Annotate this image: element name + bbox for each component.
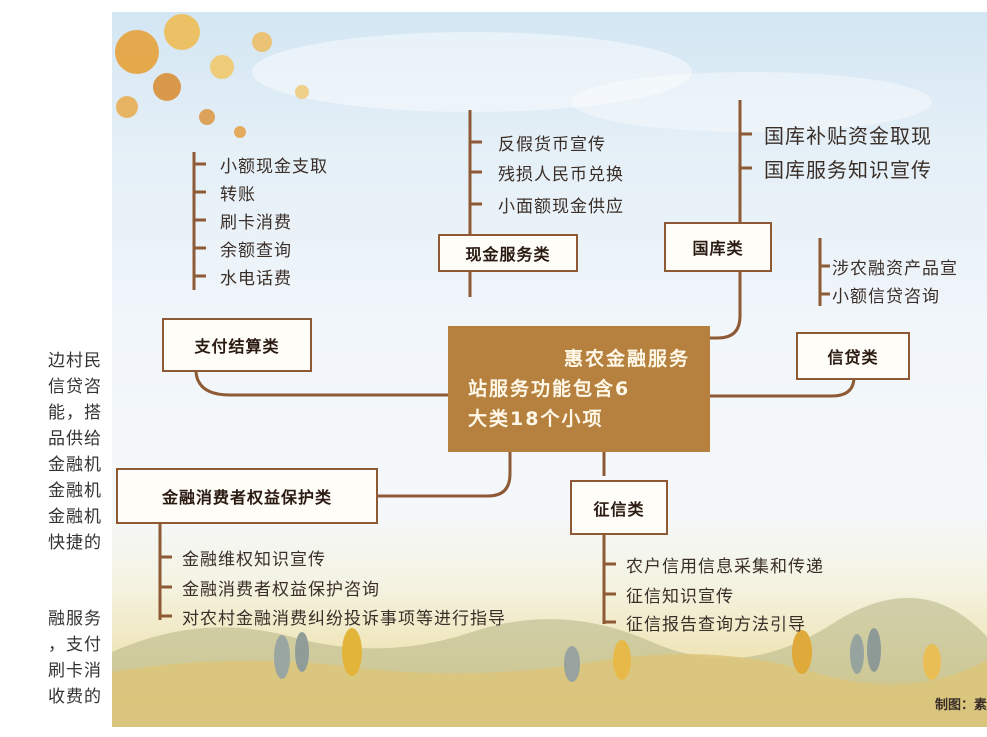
connector-treasury-link [710, 272, 742, 340]
category-box-cash: 现金服务类 [438, 234, 578, 272]
reference-item: 征信知识宣传 [626, 587, 734, 607]
connector-consumer-link [378, 452, 512, 498]
background-scenery [112, 14, 987, 727]
connector-credit-ticks [820, 264, 830, 296]
credit-item: 涉农融资产品宣 [832, 259, 958, 279]
payment-item: 小额现金支取 [220, 157, 328, 177]
article-line: ，支付 [48, 635, 102, 655]
connector-payment-ticks [194, 162, 206, 278]
center-node: 惠农金融服务 站服务功能包含6 大类18个小项 [448, 326, 710, 452]
cloud-shape [252, 32, 692, 112]
connector-credit-link [710, 376, 856, 398]
cash-item: 小面额现金供应 [498, 197, 624, 217]
consumer-item: 金融消费者权益保护咨询 [182, 580, 380, 600]
maple-leaves-decoration [115, 14, 309, 138]
cash-item: 残损人民币兑换 [498, 165, 624, 185]
cloud-shape [572, 72, 932, 132]
article-line: 品供给 [48, 429, 102, 449]
connector-lines [158, 100, 856, 624]
connector-treasury-ticks [740, 132, 752, 170]
credit-item: 小额信贷咨询 [832, 287, 940, 307]
cash-item: 反假货币宣传 [498, 135, 606, 155]
article-line: 金融机 [48, 481, 102, 501]
article-line: 快捷的 [48, 533, 102, 553]
reference-item: 农户信用信息采集和传递 [626, 557, 824, 577]
center-title-line: 大类18个小项 [468, 408, 604, 430]
connector-consumer-ticks [160, 555, 172, 618]
article-line: 金融机 [48, 507, 102, 527]
category-box-treasury: 国库类 [664, 222, 772, 272]
center-title-line: 惠农金融服务 [563, 348, 690, 370]
connector-reference-ticks [604, 562, 616, 624]
article-text-fragment: 边村民 信贷咨 能，搭 品供给 金融机 金融机 金融机 快捷的 融服务 ，支付 … [0, 0, 110, 737]
infographic: 惠农金融服务 站服务功能包含6 大类18个小项 支付结算类 小额现金支取 转账 … [112, 12, 987, 727]
center-title-line: 站服务功能包含6 [468, 378, 631, 400]
treasury-item: 国库服务知识宣传 [764, 158, 932, 182]
category-box-credit: 信贷类 [796, 332, 910, 380]
connector-cash-ticks [470, 140, 482, 206]
payment-item: 余额查询 [220, 241, 292, 261]
article-line: 融服务 [48, 609, 102, 629]
category-box-payment: 支付结算类 [162, 318, 312, 372]
graphic-credit: 制图：素 [934, 698, 987, 713]
article-line: 收费的 [48, 687, 102, 707]
connector-payment-link [194, 371, 448, 397]
consumer-item: 金融维权知识宣传 [182, 550, 326, 570]
article-line: 刷卡消 [48, 661, 102, 681]
treasury-item: 国库补贴资金取现 [764, 124, 932, 148]
payment-item: 刷卡消费 [220, 213, 292, 233]
consumer-item: 对农村金融消费纠纷投诉事项等进行指导 [182, 609, 506, 629]
article-line: 金融机 [48, 455, 102, 475]
hills-and-trees-decoration [112, 597, 987, 727]
article-line: 能，搭 [48, 403, 102, 423]
reference-item: 征信报告查询方法引导 [626, 615, 806, 635]
payment-item: 水电话费 [220, 269, 292, 289]
article-line: 信贷咨 [48, 377, 102, 397]
article-line: 边村民 [48, 351, 102, 371]
category-box-consumer: 金融消费者权益保护类 [116, 468, 378, 524]
category-box-reference: 征信类 [570, 480, 668, 535]
payment-item: 转账 [220, 185, 256, 205]
